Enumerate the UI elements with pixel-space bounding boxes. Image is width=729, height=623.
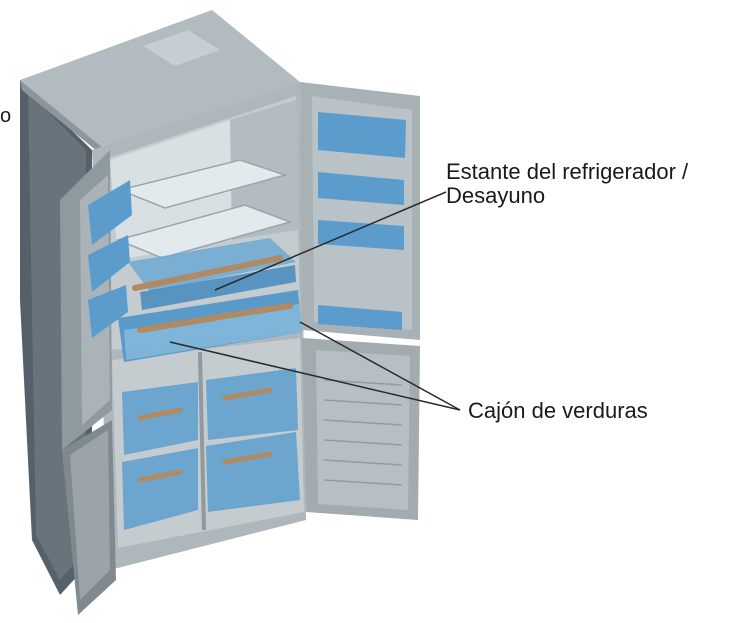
right-lower-door xyxy=(302,338,420,520)
vegetable-drawer xyxy=(118,290,302,362)
right-upper-door xyxy=(300,82,420,340)
cut-off-label-fragment: o xyxy=(0,105,12,127)
leader-line-shelf xyxy=(214,191,447,291)
left-lower-door xyxy=(62,420,116,615)
glass-shelves xyxy=(115,159,293,259)
left-upper-door xyxy=(60,150,132,450)
label-fridge-shelf-line1: Estante del refrigerador / xyxy=(446,159,689,184)
leader-line-drawer-2 xyxy=(299,321,461,411)
label-vegetable-drawer: Cajón de verduras xyxy=(468,398,648,423)
label-fridge-shelf-line2: Desayuno xyxy=(446,183,546,208)
leader-line-drawer-1 xyxy=(169,341,461,411)
freezer-drawers xyxy=(122,368,300,530)
breakfast-shelf xyxy=(128,238,296,310)
leader-lines xyxy=(169,191,461,411)
label-fridge-shelf-breakfast: Estante del refrigerador / Desayuno xyxy=(446,160,688,208)
